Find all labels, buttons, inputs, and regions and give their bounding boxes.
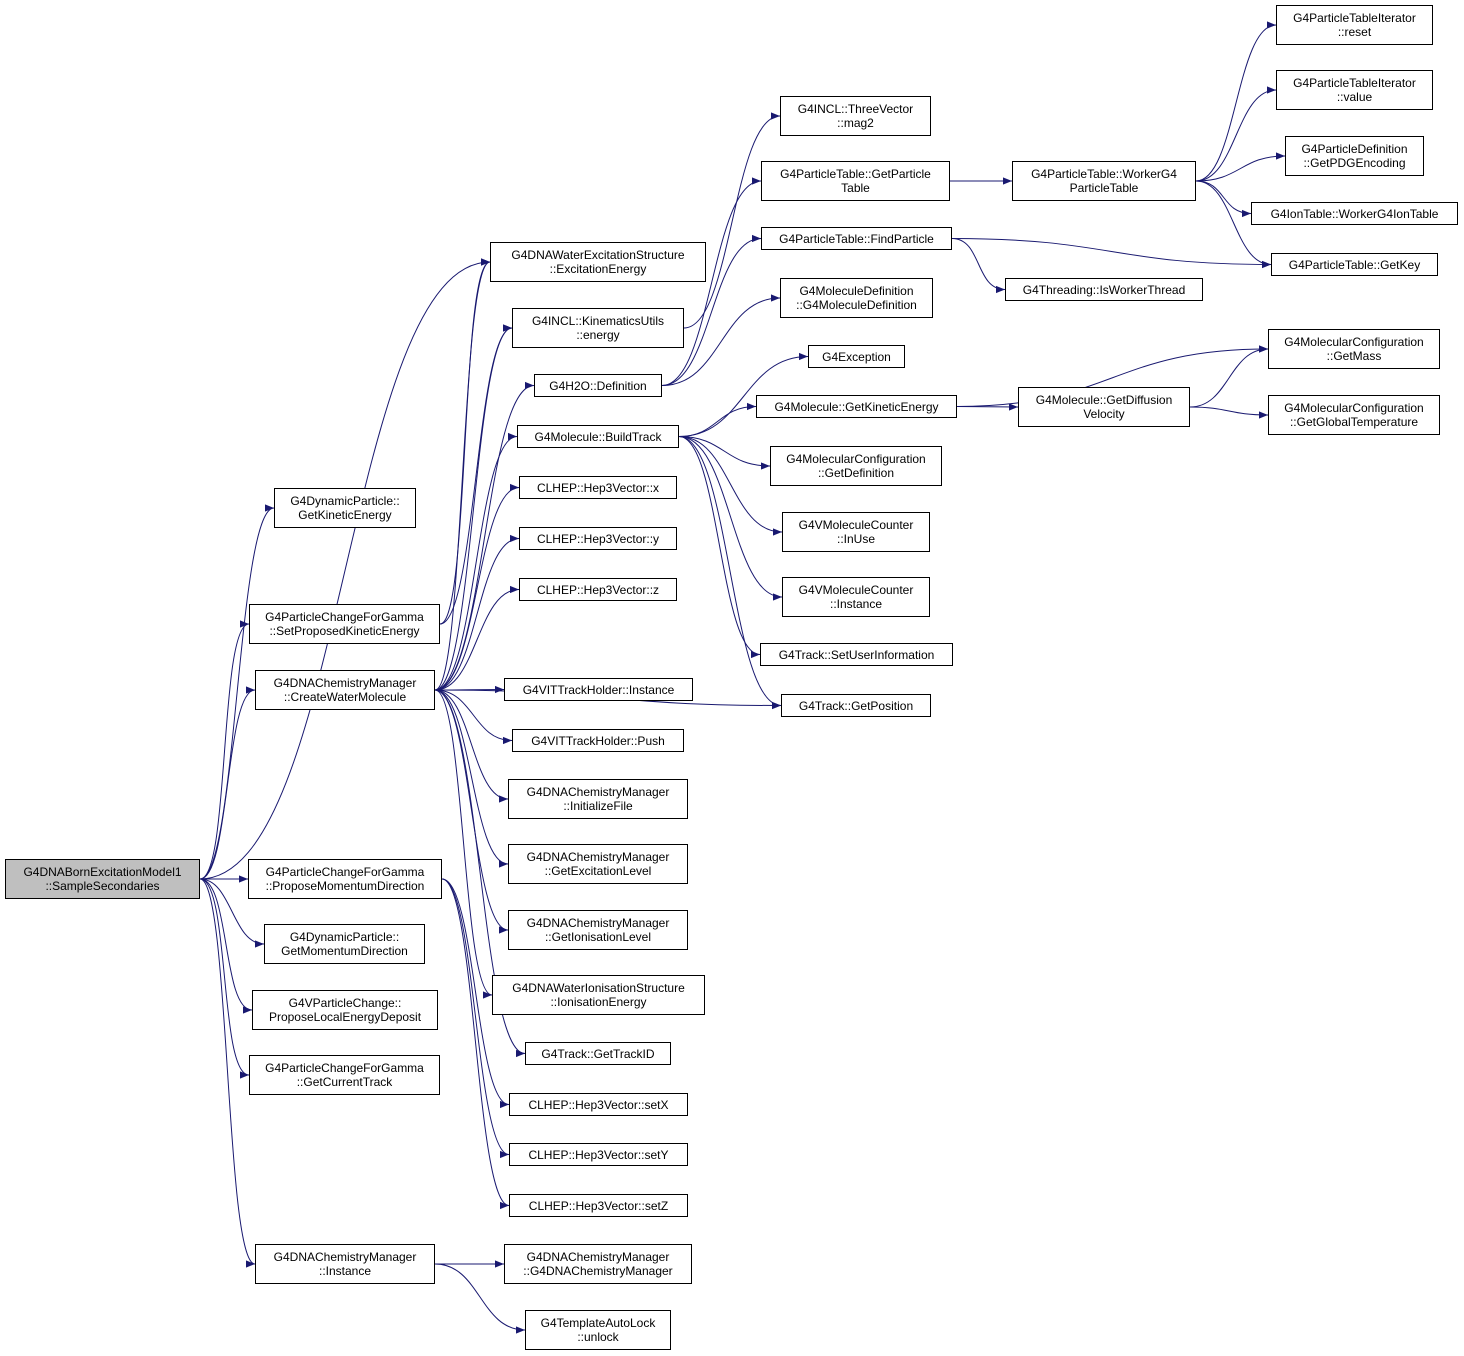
node-root-sample-secondaries: G4DNABornExcitationModel1::SampleSeconda… [5, 859, 200, 899]
edge-root-to-dp_getke [199, 504, 275, 880]
node-template-auto-lock-unlock[interactable]: G4TemplateAutoLock::unlock [525, 1310, 671, 1350]
node-molecule-definition-constructor[interactable]: G4MoleculeDefinition::G4MoleculeDefiniti… [780, 278, 933, 318]
edge-dcm_cwm-to-mol_bt [434, 432, 518, 691]
node-molecule-build-track[interactable]: G4Molecule::BuildTrack [517, 425, 679, 448]
edge-root-to-pcfg_setpke [199, 620, 250, 880]
node-get-definition[interactable]: G4MolecularConfiguration::GetDefinition [770, 446, 942, 486]
edge-pt_fp-to-pt_gkey [951, 238, 1272, 269]
edge-pt_fp-to-thr_iwt [951, 238, 1006, 294]
edge-pcfg_pmd-to-h3_setz [441, 878, 510, 1210]
edge-mol_bt-to-trk_sui [678, 436, 761, 659]
node-find-particle[interactable]: G4ParticleTable::FindParticle [761, 227, 952, 250]
edge-dcm_cwm-to-dcm_gel [434, 689, 509, 868]
node-chemistry-manager-instance[interactable]: G4DNAChemistryManager::Instance [255, 1244, 435, 1284]
node-propose-momentum-direction[interactable]: G4ParticleChangeForGamma::ProposeMomentu… [248, 859, 442, 899]
node-get-current-track[interactable]: G4ParticleChangeForGamma::GetCurrentTrac… [249, 1055, 440, 1095]
edge-h2o_def-to-pt_fp [661, 234, 762, 386]
edge-pt_wg4pt-to-pti_reset [1195, 21, 1277, 182]
edge-pcfg_setpke-to-wes_ee [439, 258, 491, 625]
edge-dcm_cwm-to-dcm_initf [434, 689, 509, 803]
node-create-water-molecule[interactable]: G4DNAChemistryManager::CreateWaterMolecu… [255, 670, 435, 710]
node-worker-ion-table[interactable]: G4IonTable::WorkerG4IonTable [1251, 202, 1458, 225]
node-kinematics-utils-energy[interactable]: G4INCL::KinematicsUtils::energy [512, 308, 684, 348]
node-hep3vector-set-y[interactable]: CLHEP::Hep3Vector::setY [509, 1143, 688, 1166]
node-set-proposed-kinetic-energy[interactable]: G4ParticleChangeForGamma::SetProposedKin… [249, 604, 440, 644]
node-iterator-value[interactable]: G4ParticleTableIterator::value [1276, 70, 1433, 110]
node-track-get-position[interactable]: G4Track::GetPosition [781, 694, 931, 717]
edge-mol_bt-to-vmc_inst [678, 436, 783, 601]
node-vit-track-holder-push[interactable]: G4VITTrackHolder::Push [512, 729, 684, 752]
node-three-vector-mag2[interactable]: G4INCL::ThreeVector::mag2 [780, 96, 931, 136]
edge-pt_wg4pt-to-pt_gkey [1195, 180, 1272, 269]
edge-mol_bt-to-mc_gdef [678, 436, 771, 470]
edge-dcm_cwm-to-wes_ee [434, 258, 491, 691]
edge-root-to-dcm_inst [199, 878, 256, 1268]
edge-h2o_def-to-md_ctor [661, 294, 781, 386]
node-molecule-counter-instance[interactable]: G4VMoleculeCounter::Instance [782, 577, 930, 617]
edge-dcm_cwm-to-vit_push [434, 689, 513, 745]
node-hep3vector-set-z[interactable]: CLHEP::Hep3Vector::setZ [509, 1194, 688, 1217]
edge-root-to-vpc_plde [199, 878, 253, 1014]
edge-dcm_cwm-to-incl_ku [434, 324, 513, 691]
edge-incl_ku-to-incl_tv_mag2 [683, 112, 781, 329]
node-iterator-reset[interactable]: G4ParticleTableIterator::reset [1276, 5, 1433, 45]
node-g4exception[interactable]: G4Exception [808, 345, 905, 368]
edge-dcm_cwm-to-h3_x [434, 483, 520, 691]
node-hep3vector-x[interactable]: CLHEP::Hep3Vector::x [519, 476, 677, 499]
edge-pt_wg4pt-to-it_wg4it [1195, 180, 1252, 218]
edge-dcm_cwm-to-vit_inst [434, 685, 505, 694]
edge-root-to-pcfg_gct [199, 878, 250, 1079]
node-get-momentum-direction[interactable]: G4DynamicParticle::GetMomentumDirection [264, 924, 425, 964]
edge-dcm_inst-to-tal_unlock [434, 1263, 526, 1334]
node-hep3vector-z[interactable]: CLHEP::Hep3Vector::z [519, 578, 677, 601]
node-chemistry-manager-constructor[interactable]: G4DNAChemistryManager::G4DNAChemistryMan… [504, 1244, 692, 1284]
node-is-worker-thread[interactable]: G4Threading::IsWorkerThread [1005, 278, 1203, 301]
edge-pcfg_pmd-to-h3_setx [441, 878, 510, 1109]
node-track-get-track-id[interactable]: G4Track::GetTrackID [525, 1042, 671, 1065]
edge-mol_gke-to-mc_gmass [956, 345, 1269, 407]
node-get-pdg-encoding[interactable]: G4ParticleDefinition::GetPDGEncoding [1285, 136, 1424, 176]
edge-dcm_cwm-to-h3_z [434, 585, 520, 691]
edge-mol_gdv-to-mc_gmass [1189, 345, 1269, 408]
node-hep3vector-set-x[interactable]: CLHEP::Hep3Vector::setX [509, 1093, 688, 1116]
node-propose-local-energy-deposit[interactable]: G4VParticleChange::ProposeLocalEnergyDep… [252, 990, 438, 1030]
node-get-global-temperature[interactable]: G4MolecularConfiguration::GetGlobalTempe… [1268, 395, 1440, 435]
edge-pcfg_setpke-to-incl_ku [439, 324, 513, 625]
edge-pt_wg4pt-to-pd_gpdg [1195, 152, 1286, 182]
edge-root-to-wes_ee [199, 258, 491, 880]
node-dynamic-particle-get-kinetic-energy[interactable]: G4DynamicParticle::GetKineticEnergy [274, 488, 416, 528]
node-vit-track-holder-instance[interactable]: G4VITTrackHolder::Instance [504, 678, 693, 701]
node-get-excitation-level[interactable]: G4DNAChemistryManager::GetExcitationLeve… [508, 844, 688, 884]
node-molecule-get-kinetic-energy[interactable]: G4Molecule::GetKineticEnergy [756, 395, 957, 418]
edge-mol_bt-to-mol_gke [678, 402, 757, 437]
node-excitation-energy[interactable]: G4DNAWaterExcitationStructure::Excitatio… [490, 242, 706, 282]
node-hep3vector-y[interactable]: CLHEP::Hep3Vector::y [519, 527, 677, 550]
node-initialize-file[interactable]: G4DNAChemistryManager::InitializeFile [508, 779, 688, 819]
edge-dcm_cwm-to-h3_y [434, 534, 520, 691]
node-get-ionisation-level[interactable]: G4DNAChemistryManager::GetIonisationLeve… [508, 910, 688, 950]
edge-dcm_cwm-to-wis_ie [434, 689, 493, 999]
node-ionisation-energy[interactable]: G4DNAWaterIonisationStructure::Ionisatio… [492, 975, 705, 1015]
edge-mol_bt-to-trk_gpos [678, 436, 782, 710]
node-get-mass[interactable]: G4MolecularConfiguration::GetMass [1268, 329, 1440, 369]
node-particle-table-get-key[interactable]: G4ParticleTable::GetKey [1271, 253, 1438, 276]
edge-h2o_def-to-pt_gpt [661, 177, 762, 386]
node-h2o-definition[interactable]: G4H2O::Definition [534, 374, 662, 397]
node-set-user-information[interactable]: G4Track::SetUserInformation [760, 643, 953, 666]
edge-pt_wg4pt-to-pti_value [1195, 86, 1277, 182]
edge-root-to-dcm_cwm [199, 686, 256, 880]
edge-dcm_cwm-to-trk_gtid [434, 689, 526, 1058]
edge-root-to-dp_getmd [199, 878, 265, 948]
edge-mol_gdv-to-mc_ggt [1189, 406, 1269, 419]
edge-pcfg_pmd-to-h3_sety [441, 878, 510, 1159]
edge-mol_bt-to-vmc_inuse [678, 436, 783, 536]
node-molecule-counter-in-use[interactable]: G4VMoleculeCounter::InUse [782, 512, 930, 552]
